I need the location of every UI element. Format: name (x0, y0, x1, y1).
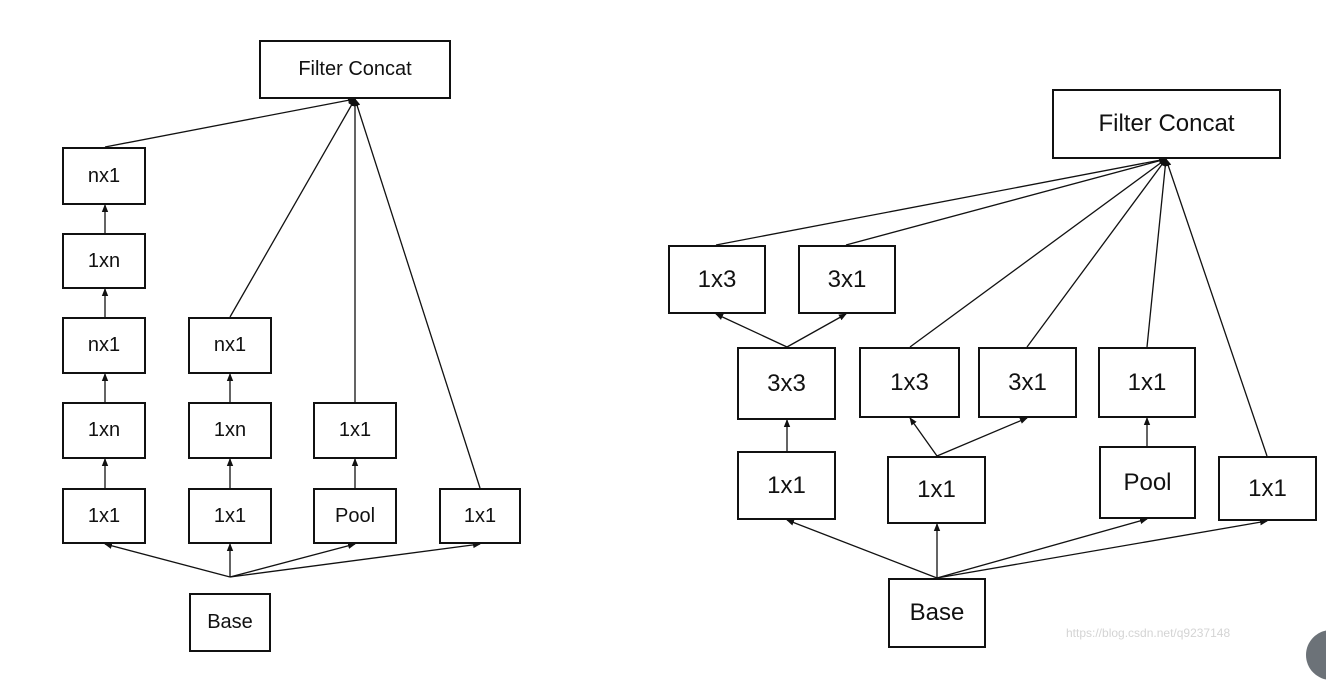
edge-m4-concat (1146, 158, 1169, 348)
left-col1-nx1-top: nx1 (62, 147, 146, 205)
right-top-3x1: 3x1 (798, 245, 896, 314)
left-col3-1x1: 1x1 (313, 402, 397, 459)
right-bottom-pool: Pool (1099, 446, 1196, 519)
left-col3-pool: Pool (313, 488, 397, 544)
edge-b2-m2 (909, 417, 938, 457)
right-filter-concat: Filter Concat (1052, 89, 1281, 159)
edge-c1-concat (104, 97, 356, 148)
edge-t1-concat (715, 157, 1167, 246)
edge-rbase-b4 (936, 519, 1268, 579)
right-base: Base (888, 578, 986, 648)
left-filter-concat: Filter Concat (259, 40, 451, 99)
left-col1-1x1: 1x1 (62, 488, 146, 544)
right-mid-3x1: 3x1 (978, 347, 1077, 418)
edge-c4-concat (354, 98, 481, 489)
edge-m1-t1 (715, 313, 788, 348)
right-bottom-1x1-a: 1x1 (737, 451, 836, 520)
connector-layer (101, 97, 1268, 579)
edge-m1-t2 (786, 313, 847, 348)
left-col1-nx1-lower: nx1 (62, 317, 146, 374)
watermark-url: https://blog.csdn.net/q9237148 (1066, 626, 1231, 640)
edge-m2-concat (909, 158, 1167, 348)
right-bottom-1x1-b: 1x1 (887, 456, 986, 524)
edge-rbase-b3 (936, 517, 1148, 579)
left-col4-1x1: 1x1 (439, 488, 521, 544)
left-col1-1xn-upper: 1xn (62, 233, 146, 289)
edge-base-col3 (229, 542, 356, 578)
right-top-1x3: 1x3 (668, 245, 766, 314)
left-col2-1xn: 1xn (188, 402, 272, 459)
edge-m3-concat (1026, 158, 1167, 348)
edge-rbase-b1 (786, 519, 938, 579)
right-mid-3x3: 3x3 (737, 347, 836, 420)
edge-base-col1 (104, 542, 231, 578)
edge-base-col4 (229, 541, 481, 578)
left-col1-1xn-lower: 1xn (62, 402, 146, 459)
right-mid-1x3: 1x3 (859, 347, 960, 418)
right-bottom-1x1-c: 1x1 (1218, 456, 1317, 521)
left-base: Base (189, 593, 271, 652)
right-mid-1x1: 1x1 (1098, 347, 1196, 418)
edge-b2-m3 (936, 417, 1028, 457)
left-col2-nx1: nx1 (188, 317, 272, 374)
left-col2-1x1: 1x1 (188, 488, 272, 544)
edge-b4-concat (1165, 158, 1268, 457)
edge-t2-concat (845, 157, 1167, 246)
edge-c2-concat (229, 98, 356, 318)
